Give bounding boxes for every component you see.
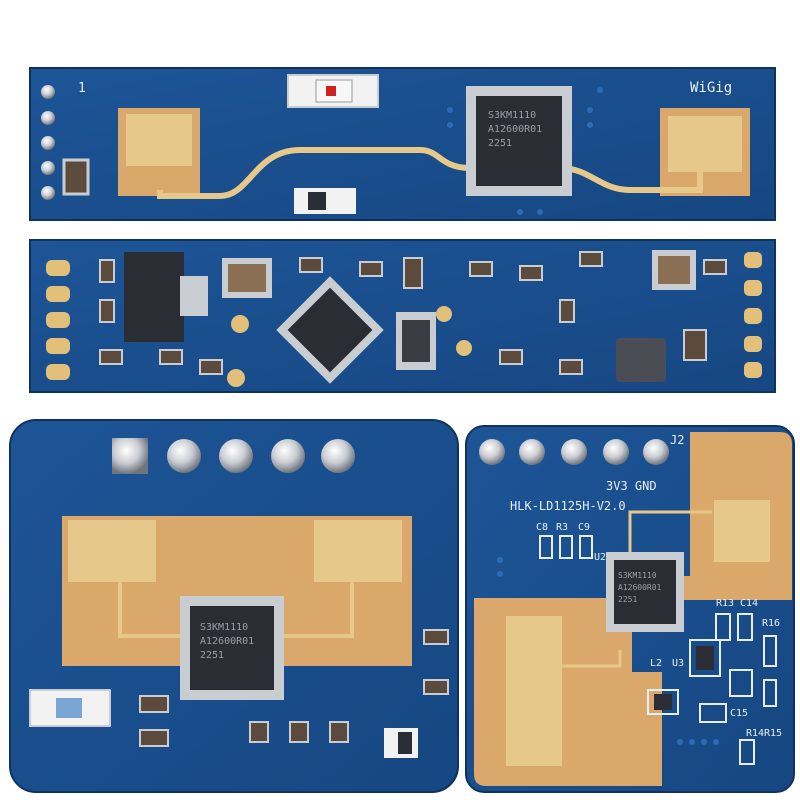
header-label: J2 <box>670 433 684 447</box>
component-label: R15 <box>764 728 782 739</box>
header-pins <box>41 85 55 200</box>
chip-text: S3KM1110 <box>488 110 536 121</box>
chip-text: A12600R01 <box>200 636 254 647</box>
board-bottom-right: J2 3V3 GND HLK-LD1125H-V2.0 S3KM1110 A12… <box>465 425 795 793</box>
component-label: U3 <box>672 658 684 669</box>
component-label: C14 <box>740 598 758 609</box>
pin-one-marker: 1 <box>78 81 86 96</box>
board-middle <box>29 239 776 393</box>
component-label: R3 <box>556 522 568 533</box>
chip-text: 2251 <box>488 138 512 149</box>
component-label: C15 <box>730 708 748 719</box>
component-label: L2 <box>650 658 662 669</box>
radar-chip-top: S3KM1110 A12600R01 2251 <box>466 86 572 196</box>
brand-logo: WiGig <box>690 80 732 96</box>
mcu-chip <box>276 276 384 384</box>
board-bottom-left: S3KM1110 A12600R01 2251 <box>9 419 459 793</box>
component-label: R16 <box>762 618 780 629</box>
board-top: 1 S3KM1110 A12600R01 2251 WiGi <box>29 67 776 221</box>
chip-text: 2251 <box>200 650 224 661</box>
chip-text: A12600R01 <box>618 583 662 592</box>
component-label: C8 <box>536 522 548 533</box>
radar-chip-right: S3KM1110 A12600R01 2251 <box>606 552 684 632</box>
chip-text: S3KM1110 <box>618 571 657 580</box>
pin-labels: 3V3 GND <box>606 479 657 493</box>
header-pins <box>479 439 669 465</box>
component-label: C9 <box>578 522 590 533</box>
header-pins <box>112 438 355 474</box>
component-label: R13 <box>716 598 734 609</box>
model-label: HLK-LD1125H-V2.0 <box>510 499 626 513</box>
chip-text: 2251 <box>618 595 637 604</box>
radar-chip-left: S3KM1110 A12600R01 2251 <box>180 596 284 700</box>
chip-text: S3KM1110 <box>200 622 248 633</box>
chip-text: A12600R01 <box>488 124 542 135</box>
component-label: U2 <box>594 552 606 563</box>
component-label: R14 <box>746 728 764 739</box>
